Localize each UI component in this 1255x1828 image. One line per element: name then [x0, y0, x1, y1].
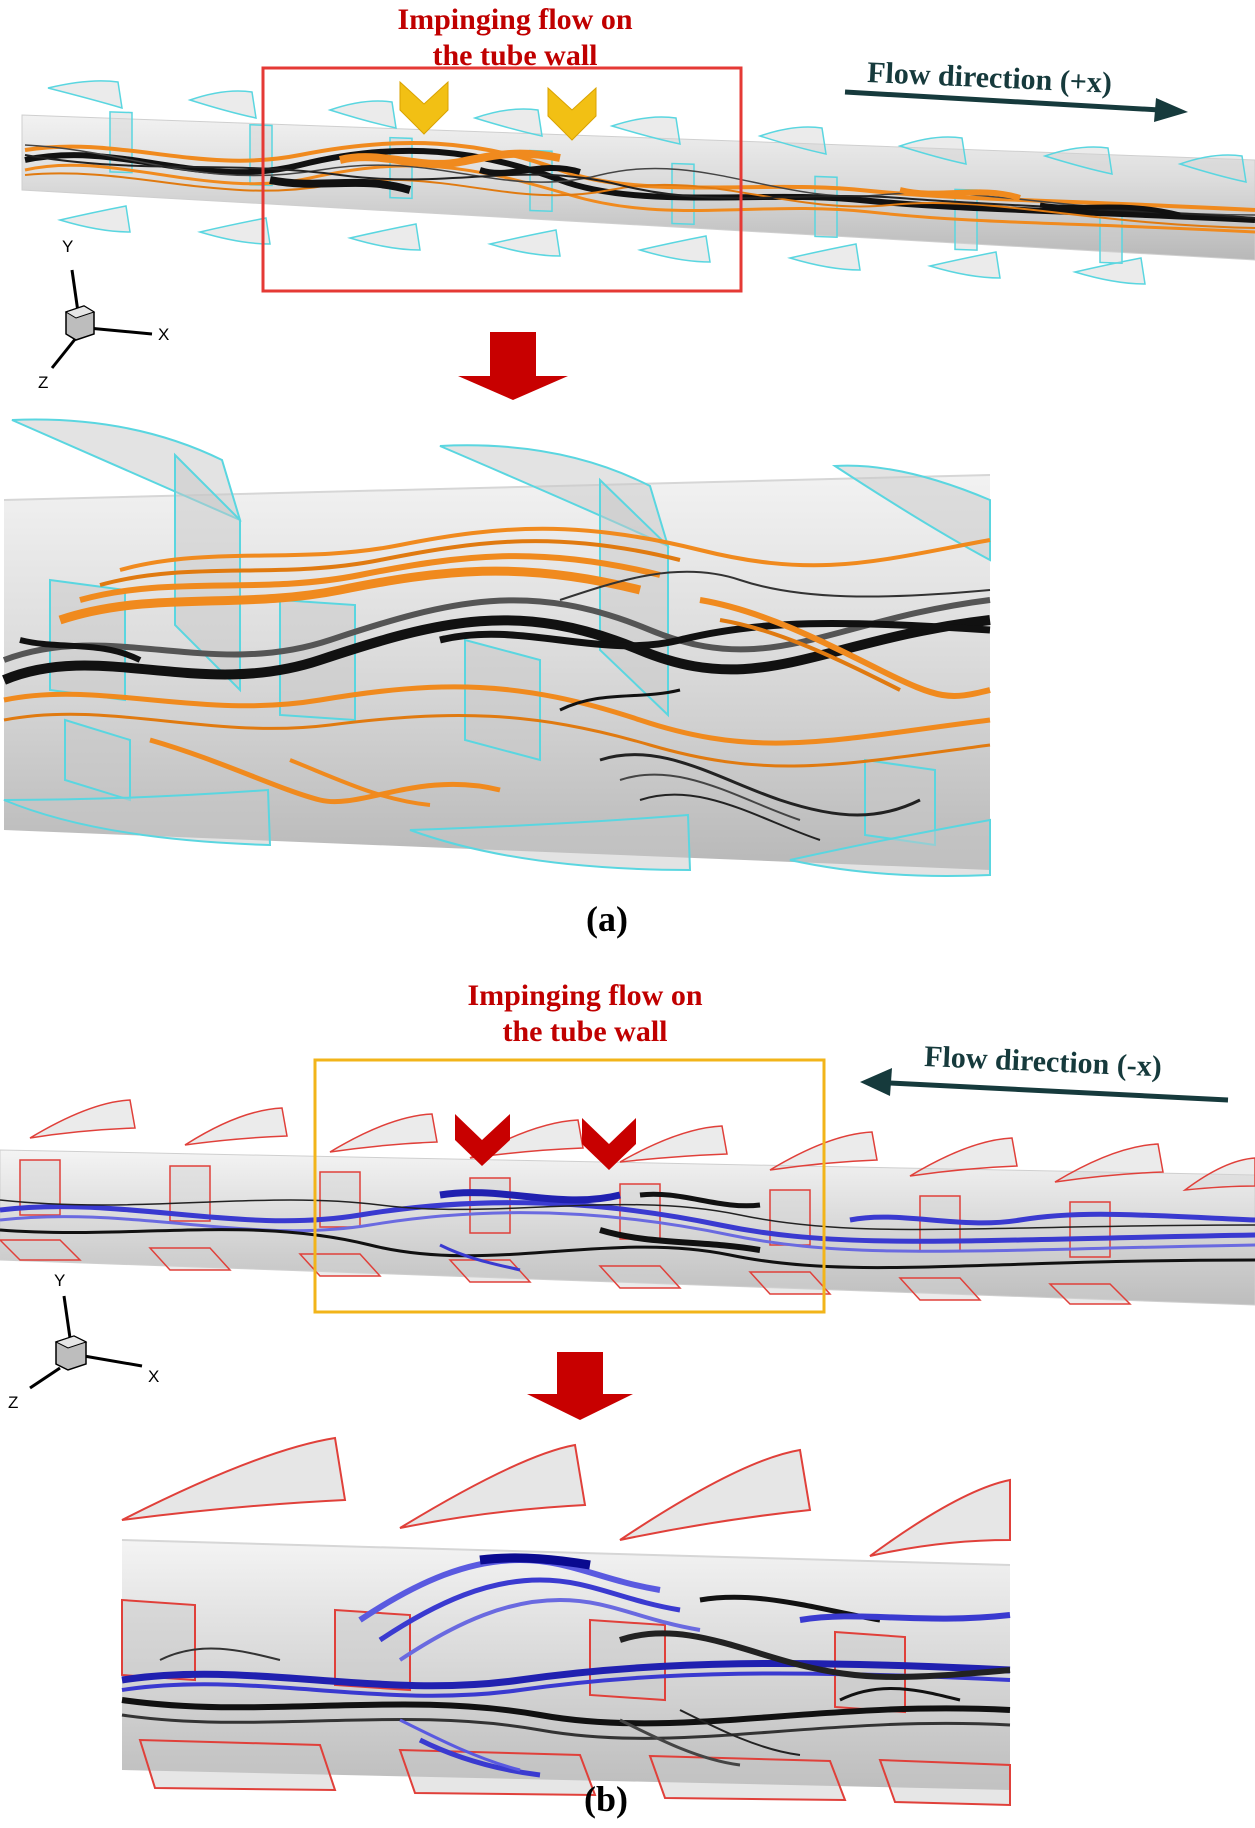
coordinate-axes-a: Y X Z	[38, 237, 169, 392]
annotation-title-b: Impinging flow on the tube wall	[467, 979, 703, 1048]
fins-zoom-b	[121, 1436, 1011, 1807]
highlight-box-b	[313, 1058, 826, 1314]
flow-direction-arrow-b	[860, 1068, 1229, 1103]
streamlines-zoom-a	[2, 526, 991, 841]
axis-label-z-b: Z	[8, 1393, 18, 1412]
annotation-title-a: Impinging flow on the tube wall	[397, 3, 633, 72]
panel-label-b: (b)	[584, 1779, 628, 1819]
axis-label-x-a: X	[158, 325, 169, 344]
fins-overview-b	[0, 1099, 1255, 1305]
streamlines-overview-a	[24, 141, 1255, 234]
coordinate-axes-b: Y X Z	[8, 1271, 159, 1412]
panel-label-a: (a)	[586, 899, 628, 939]
highlight-box-a	[261, 66, 743, 293]
streamlines-overview-b	[0, 1189, 1255, 1272]
impinging-marker-b	[455, 1114, 636, 1170]
zoom-arrow-b	[527, 1352, 633, 1420]
impinging-marker-a	[399, 80, 597, 141]
streamlines-zoom-b	[121, 1553, 1011, 1778]
axis-label-z-a: Z	[38, 373, 48, 392]
axis-label-y-a: Y	[62, 237, 73, 256]
axis-label-x-b: X	[148, 1367, 159, 1386]
axis-label-y-b: Y	[54, 1271, 65, 1290]
flow-direction-arrow-a	[844, 89, 1188, 122]
zoom-arrow-a	[458, 332, 568, 400]
